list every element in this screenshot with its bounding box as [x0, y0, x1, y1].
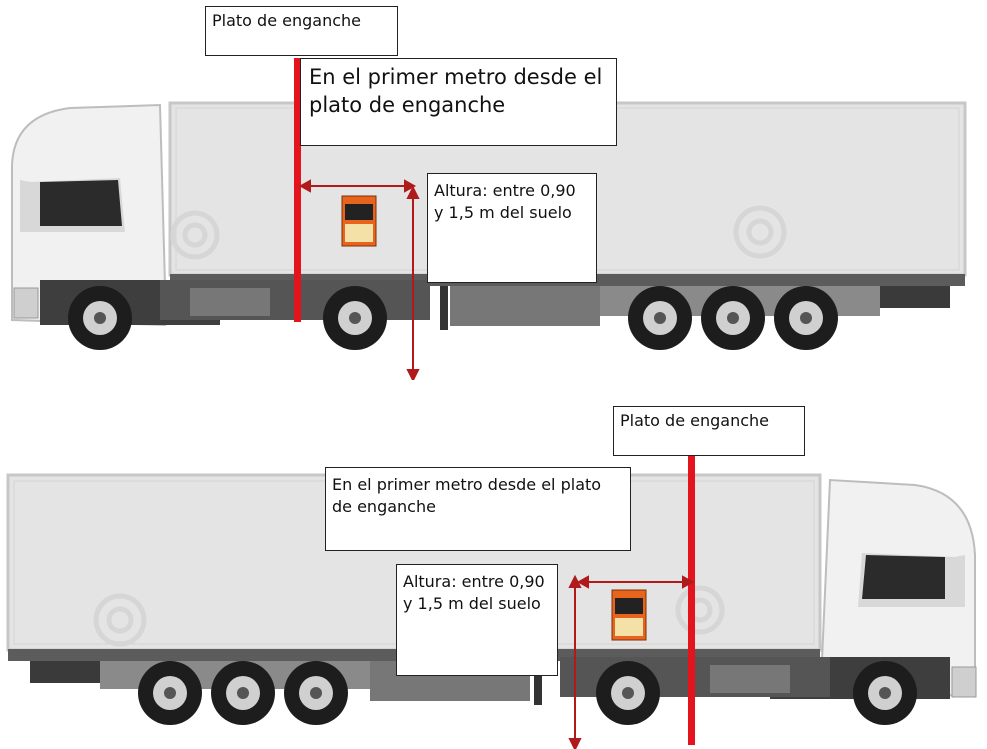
- trailer-wheel: [284, 661, 348, 725]
- landing-gear: [440, 286, 448, 330]
- zone-label: En el primer metro desde el plato de eng…: [325, 467, 631, 551]
- cab-rear-wheel: [323, 286, 387, 350]
- zone-label: En el primer metro desde el plato de eng…: [300, 58, 617, 146]
- trailer-wheel: [628, 286, 692, 350]
- blind-spot-sticker: [342, 196, 376, 246]
- truck-diagram-left: Plato de enganche En el primer metro des…: [0, 0, 987, 380]
- trailer-wheel: [211, 661, 275, 725]
- cab-front-wheel: [853, 661, 917, 725]
- cab-window: [40, 180, 122, 226]
- cab-rear-wheel: [596, 661, 660, 725]
- blind-spot-sticker: [612, 590, 646, 640]
- coupling-plate-label: Plato de enganche: [205, 6, 398, 56]
- height-label: Altura: entre 0,90 y 1,5 m del suelo: [427, 173, 597, 283]
- trailer-wheel: [774, 286, 838, 350]
- trailer-wheel: [701, 286, 765, 350]
- height-label: Altura: entre 0,90 y 1,5 m del suelo: [396, 564, 558, 676]
- coupling-plate-label: Plato de enganche: [613, 406, 805, 456]
- trailer-wheel: [138, 661, 202, 725]
- coupling-line: [688, 455, 695, 745]
- cab-window: [862, 555, 945, 599]
- cab-front-wheel: [68, 286, 132, 350]
- truck-diagram-right: Plato de enganche En el primer metro des…: [0, 395, 987, 749]
